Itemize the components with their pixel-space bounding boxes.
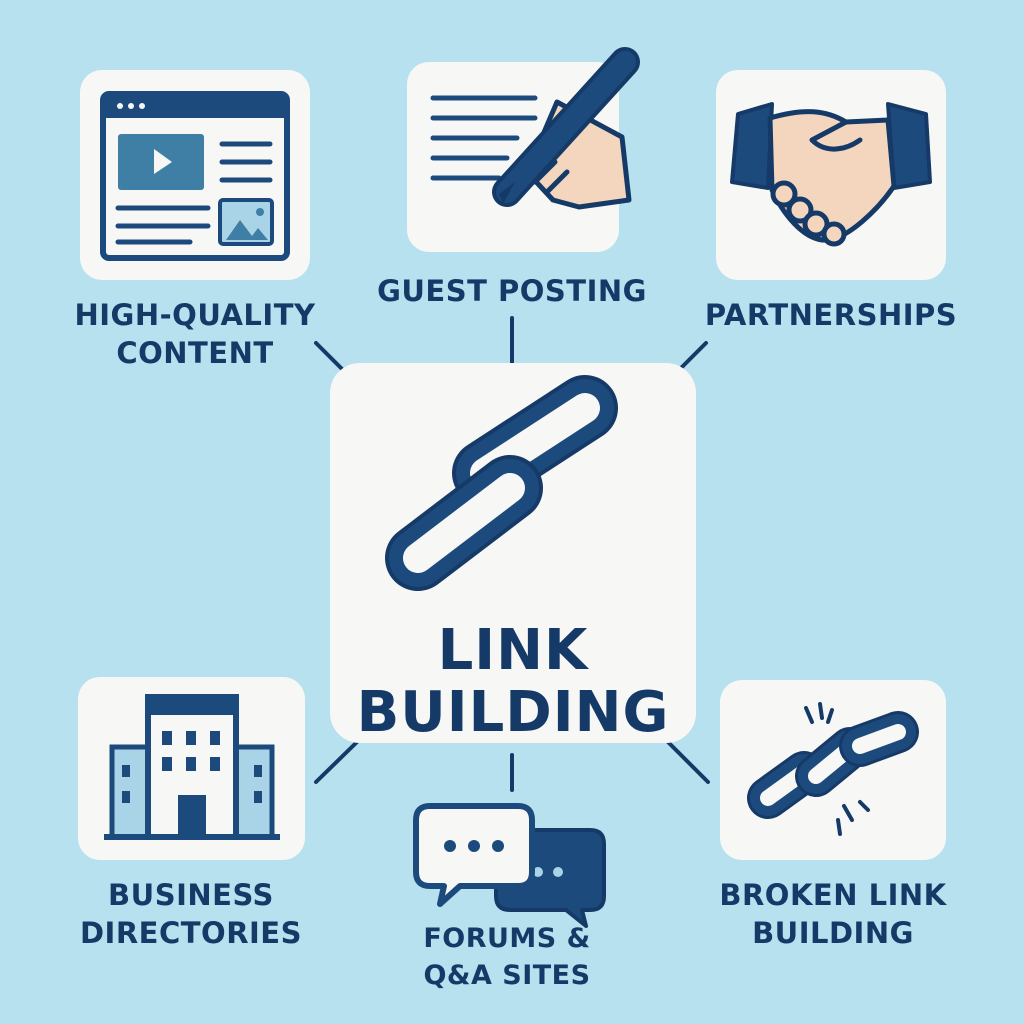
broken-label: BROKEN LINK BUILDING	[690, 876, 976, 952]
center-title-line1: LINK	[437, 618, 589, 683]
office-building-icon	[104, 694, 280, 840]
business-label-line1: BUSINESS	[108, 878, 274, 912]
business-label: BUSINESS DIRECTORIES	[60, 876, 322, 952]
content-label-line1: HIGH-QUALITY	[74, 298, 316, 332]
forums-label: FORUMS & Q&A SITES	[372, 920, 642, 994]
center-title: LINK BUILDING	[330, 620, 696, 744]
broken-chain-icon	[747, 702, 919, 836]
handshake-icon	[730, 102, 932, 247]
forums-label-line1: FORUMS &	[423, 923, 591, 954]
center-title-line2: BUILDING	[356, 680, 670, 745]
content-label: HIGH-QUALITY CONTENT	[60, 296, 330, 372]
connector-business	[314, 740, 359, 784]
chat-bubbles-icon	[413, 803, 606, 928]
broken-label-line2: BUILDING	[752, 916, 914, 950]
chain-link-icon	[385, 375, 618, 591]
forums-label-line2: Q&A SITES	[423, 960, 591, 991]
broken-label-line1: BROKEN LINK	[719, 878, 947, 912]
partners-label: PARTNERSHIPS	[690, 296, 972, 334]
content-label-line2: CONTENT	[116, 336, 274, 370]
business-label-line2: DIRECTORIES	[79, 916, 303, 950]
guest-label-line1: GUEST POSTING	[377, 274, 647, 308]
web-page-icon	[100, 91, 290, 261]
writing-hand-icon	[430, 47, 640, 210]
connector-broken	[666, 740, 710, 784]
guest-label: GUEST POSTING	[362, 272, 662, 310]
partners-label-line1: PARTNERSHIPS	[704, 298, 958, 332]
